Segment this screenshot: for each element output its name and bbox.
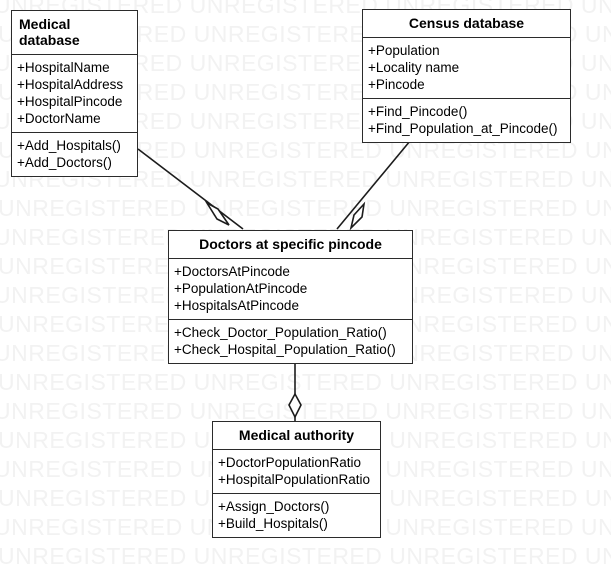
watermark-row: UNREGISTERED UNREGISTERED UNREGISTERED U…	[0, 369, 611, 395]
hollow-diamond-icon	[204, 200, 230, 226]
attribute-item: +HospitalsAtPincode	[174, 298, 299, 313]
connector-line	[336, 134, 416, 230]
class-box-doctors-at-specific-pincode[interactable]: Doctors at specific pincode +DoctorsAtPi…	[168, 230, 413, 364]
hollow-diamond-icon	[349, 201, 366, 231]
operation-item: +Check_Doctor_Population_Ratio()	[174, 325, 387, 340]
class-box-medical-database[interactable]: Medical database +HospitalName +Hospital…	[11, 10, 138, 177]
connector-medical-database-to-doctors	[137, 148, 244, 230]
attribute-item: +DoctorsAtPincode	[174, 264, 290, 279]
class-box-medical-authority[interactable]: Medical authority +DoctorPopulationRatio…	[212, 421, 381, 538]
class-name-doctors-at-specific-pincode: Doctors at specific pincode	[169, 231, 412, 259]
operation-item: +Build_Hospitals()	[218, 516, 328, 531]
operations-compartment-doctors-at-specific-pincode: +Check_Doctor_Population_Ratio() +Check_…	[169, 320, 412, 363]
attribute-item: +Pincode	[368, 77, 425, 92]
watermark-row: UNREGISTERED UNREGISTERED UNREGISTERED U…	[0, 543, 611, 569]
watermark-row: UNREGISTERED UNREGISTERED UNREGISTERED U…	[0, 398, 611, 424]
attribute-item: +DoctorPopulationRatio	[218, 455, 361, 470]
operation-item: +Check_Hospital_Population_Ratio()	[174, 342, 396, 357]
watermark-row: UNREGISTERED UNREGISTERED UNREGISTERED U…	[0, 195, 611, 221]
operation-item: +Add_Hospitals()	[17, 138, 121, 153]
attributes-compartment-medical-authority: +DoctorPopulationRatio +HospitalPopulati…	[213, 450, 380, 494]
operations-compartment-medical-authority: +Assign_Doctors() +Build_Hospitals()	[213, 494, 380, 537]
operations-compartment-census-database: +Find_Pincode() +Find_Population_at_Pinc…	[363, 99, 570, 142]
class-name-census-database: Census database	[363, 10, 570, 38]
attributes-compartment-doctors-at-specific-pincode: +DoctorsAtPincode +PopulationAtPincode +…	[169, 259, 412, 320]
attribute-item: +Locality name	[368, 60, 460, 75]
operation-item: +Find_Pincode()	[368, 104, 468, 119]
operations-compartment-medical-database: +Add_Hospitals() +Add_Doctors()	[12, 133, 137, 176]
operation-item: +Assign_Doctors()	[218, 499, 330, 514]
connector-doctors-to-medical-authority	[288, 354, 302, 421]
class-name-medical-authority: Medical authority	[213, 422, 380, 450]
attribute-item: +DoctorName	[17, 111, 101, 126]
attribute-item: +HospitalPopulationRatio	[218, 472, 370, 487]
operation-item: +Find_Population_at_Pincode()	[368, 121, 558, 136]
operation-item: +Add_Doctors()	[17, 155, 112, 170]
attribute-item: +PopulationAtPincode	[174, 281, 308, 296]
attribute-item: +HospitalName	[17, 60, 110, 75]
connector-census-database-to-doctors	[336, 134, 416, 231]
attributes-compartment-medical-database: +HospitalName +HospitalAddress +Hospital…	[12, 55, 137, 133]
class-name-medical-database: Medical database	[12, 11, 137, 55]
attribute-item: +HospitalAddress	[17, 77, 124, 92]
attribute-item: +HospitalPincode	[17, 94, 123, 109]
attribute-item: +Population	[368, 43, 440, 58]
attributes-compartment-census-database: +Population +Locality name +Pincode	[363, 38, 570, 99]
hollow-diamond-icon	[288, 392, 302, 419]
connector-line	[137, 148, 244, 230]
class-box-census-database[interactable]: Census database +Population +Locality na…	[362, 9, 571, 143]
